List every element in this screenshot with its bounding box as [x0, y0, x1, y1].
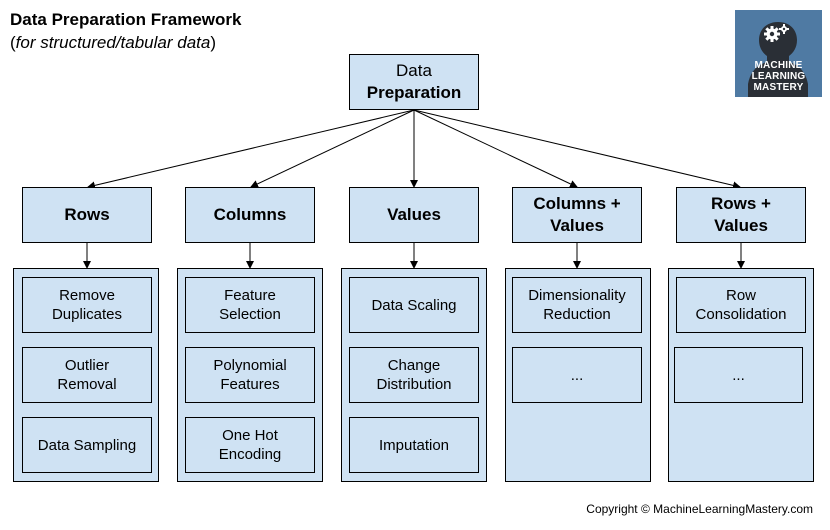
item-data-scaling: Data Scaling: [349, 277, 479, 333]
root-label-line: Data: [396, 61, 432, 80]
subtitle-close-paren: ): [210, 33, 217, 52]
item-label: Feature: [224, 287, 276, 304]
item-ellipsis: ...: [674, 347, 803, 403]
item-label: Data Sampling: [37, 436, 137, 454]
category-columns-values: Columns + Values: [512, 187, 642, 243]
item-label: Encoding: [218, 446, 282, 463]
arrow-root-to-rows-values: [413, 109, 741, 190]
item-label: Polynomial: [213, 357, 287, 374]
item-label: Consolidation: [695, 306, 787, 323]
logo-wordmark: MACHINE LEARNING MASTERY: [735, 60, 822, 93]
item-label: Row: [725, 287, 756, 304]
arrow-root-to-rows: [87, 109, 415, 190]
item-label: Duplicates: [51, 306, 123, 323]
diagram-subtitle: (for structured/tabular data): [10, 33, 216, 53]
machine-learning-mastery-logo: MACHINE LEARNING MASTERY: [735, 10, 822, 97]
item-label: Imputation: [378, 436, 450, 454]
item-label: Outlier: [64, 357, 110, 374]
subtitle-open-paren: (: [10, 33, 16, 52]
category-label: Columns +: [533, 194, 621, 213]
copyright-notice: Copyright © MachineLearningMastery.com: [586, 502, 813, 516]
item-label: Distribution: [376, 376, 452, 393]
gear-head-silhouette-icon: [748, 22, 808, 97]
item-label: ...: [732, 366, 745, 384]
item-label: Removal: [57, 376, 117, 393]
logo-line: LEARNING: [751, 71, 806, 82]
diagram-title: Data Preparation Framework: [10, 10, 242, 29]
item-data-sampling: Data Sampling: [22, 417, 152, 473]
subtitle-text: for structured/tabular data: [15, 33, 211, 52]
item-label: Remove: [59, 287, 115, 304]
item-label: Selection: [219, 306, 281, 323]
item-label: ...: [570, 366, 584, 384]
category-label: Columns: [213, 205, 287, 224]
category-rows-values: Rows + Values: [676, 187, 806, 243]
category-columns: Columns: [185, 187, 315, 243]
category-label: Values: [387, 205, 441, 224]
arrow-root-to-columns-values: [413, 109, 578, 188]
category-label: Rows: [64, 205, 110, 224]
logo-line: MASTERY: [753, 82, 804, 93]
root-label-line: Preparation: [366, 83, 462, 102]
item-label: Data Scaling: [371, 296, 457, 314]
category-values: Values: [349, 187, 479, 243]
item-imputation: Imputation: [349, 417, 479, 473]
category-label: Values: [550, 216, 604, 235]
logo-line: MACHINE: [754, 60, 803, 71]
category-label: Values: [714, 216, 768, 235]
item-label: One Hot: [222, 427, 278, 444]
item-label: Change: [387, 357, 441, 374]
item-label: Dimensionality: [528, 287, 626, 304]
item-ellipsis: ...: [512, 347, 642, 403]
arrow-root-to-columns: [250, 109, 415, 188]
item-label: Reduction: [543, 306, 611, 323]
category-rows: Rows: [22, 187, 152, 243]
category-label: Rows +: [711, 194, 771, 213]
item-label: Features: [220, 376, 280, 393]
